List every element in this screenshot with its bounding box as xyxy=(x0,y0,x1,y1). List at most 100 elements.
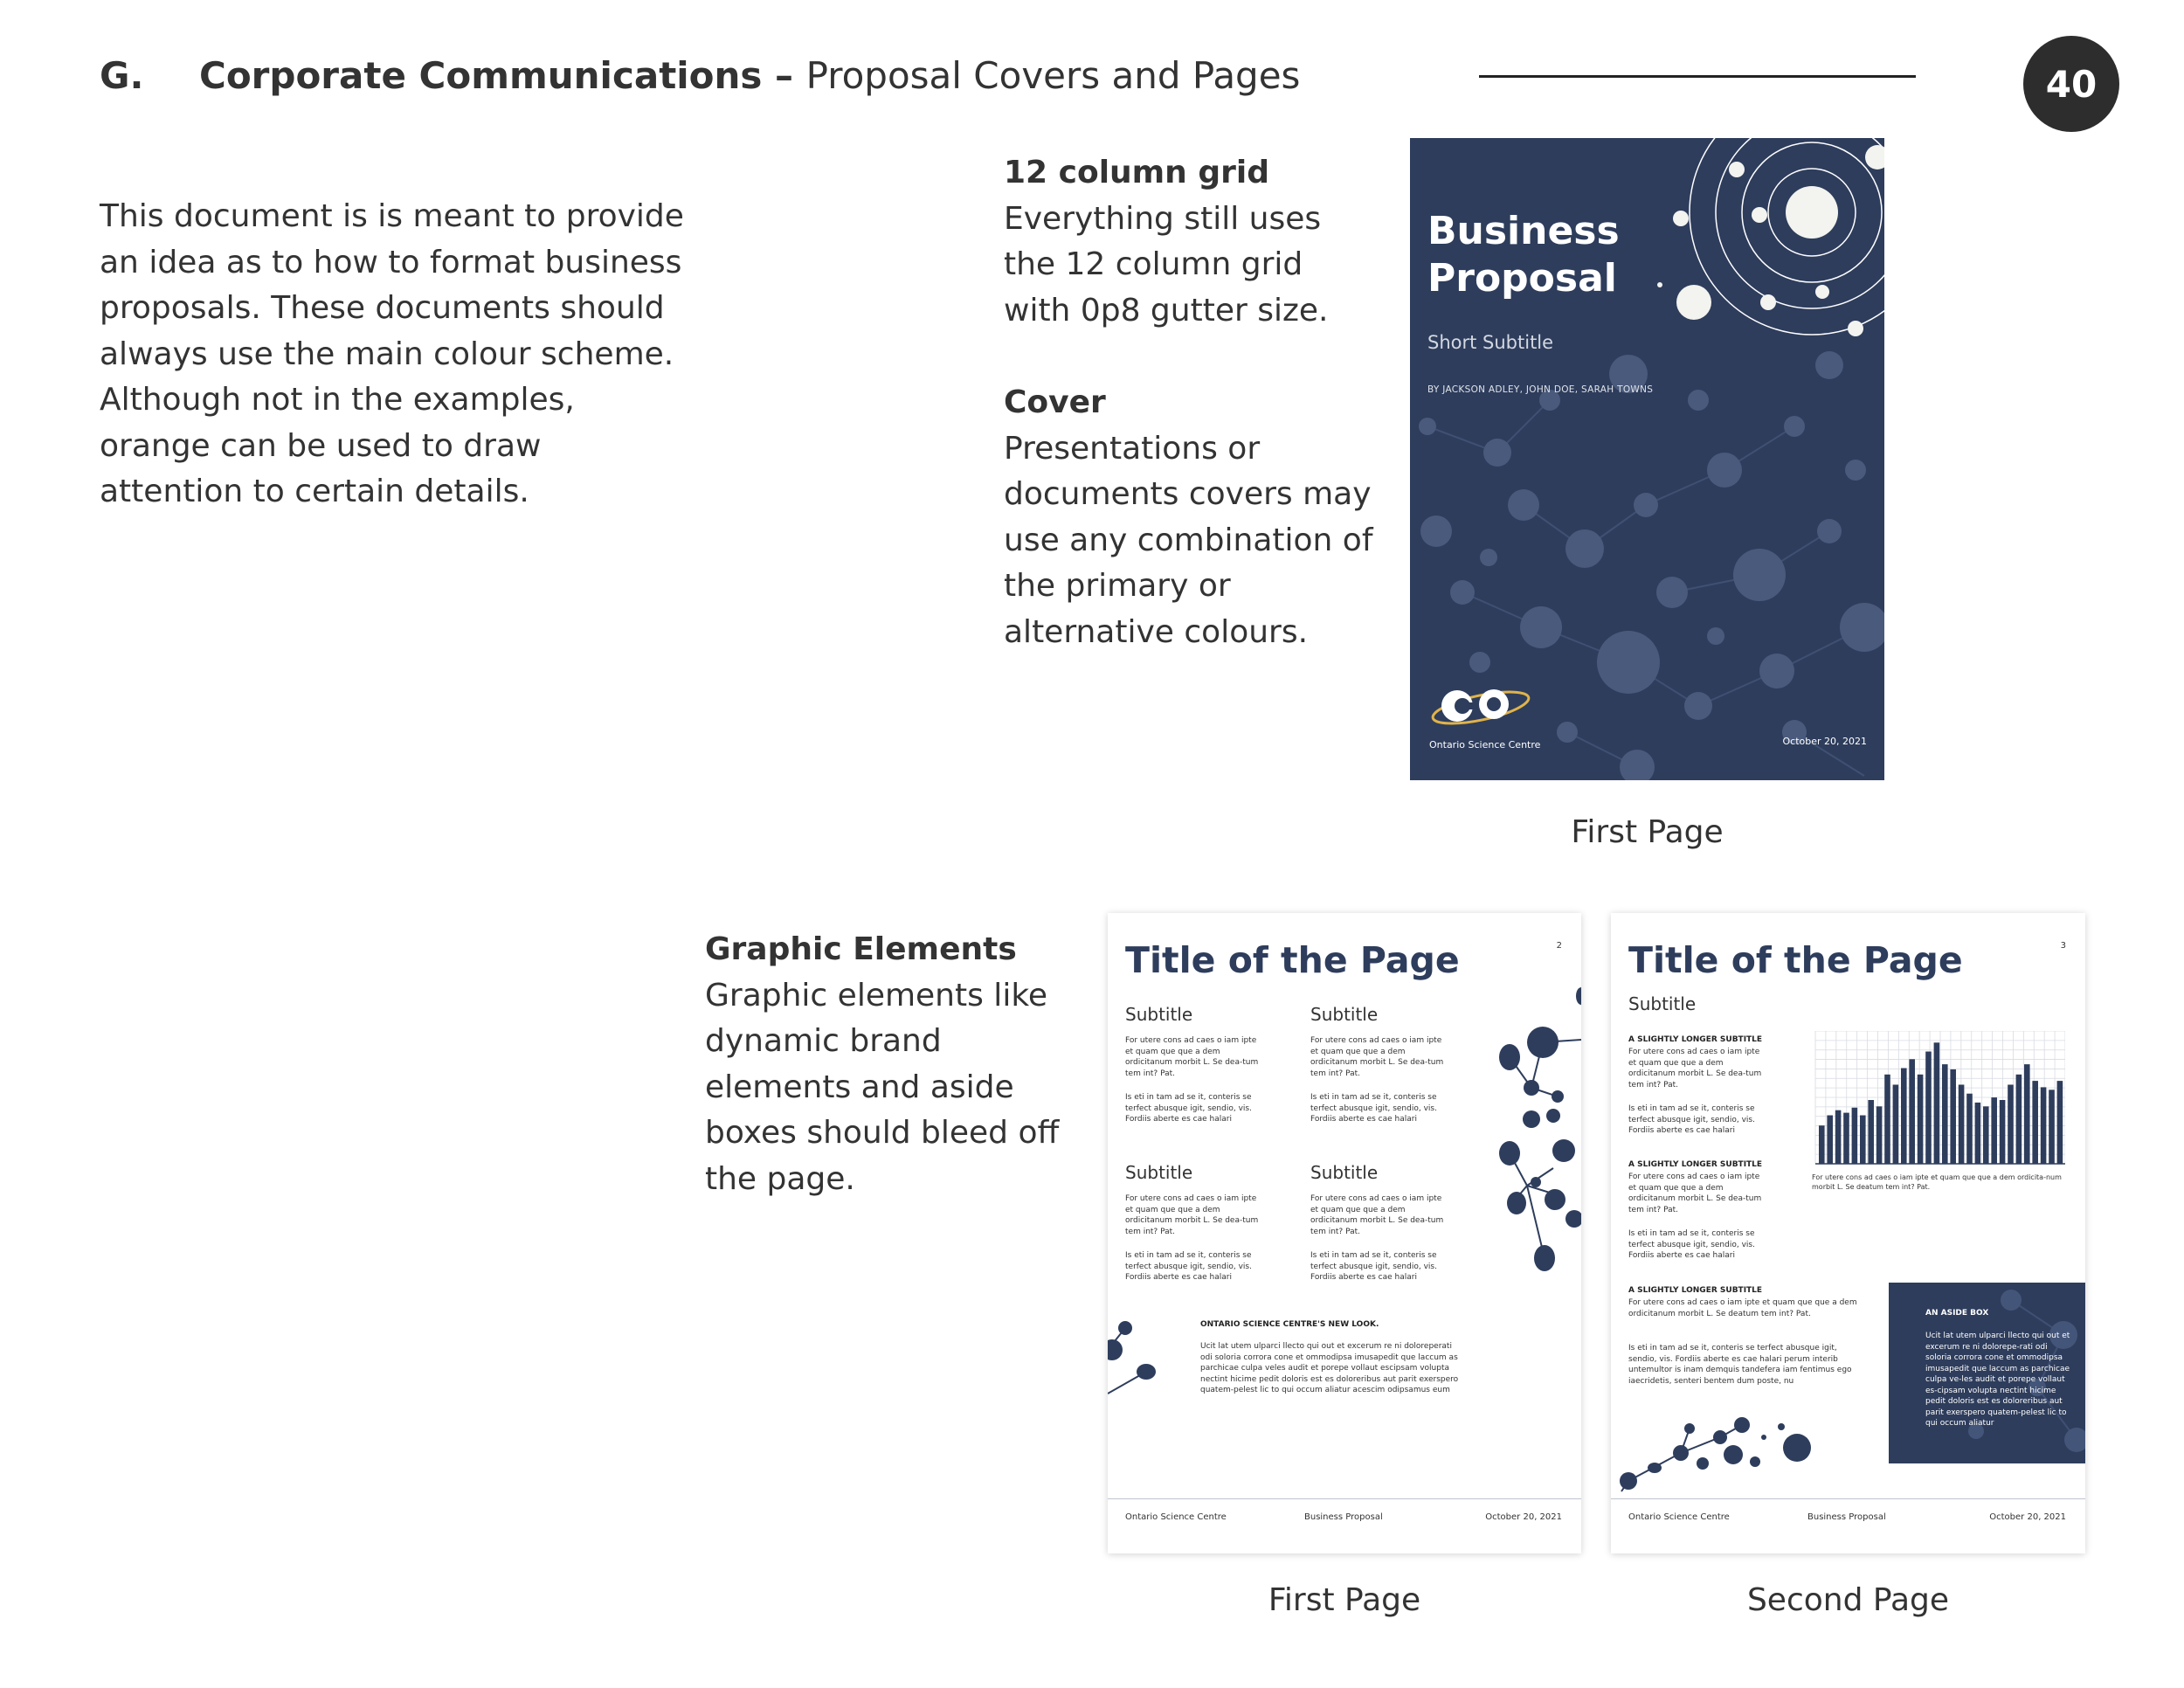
page1-subtitle: Subtitle xyxy=(1310,1162,1379,1183)
page2-para: For utere cons ad caes o iam ipte et qua… xyxy=(1628,1048,1762,1090)
page1-subtitle: Subtitle xyxy=(1125,1162,1193,1183)
chart-bar xyxy=(1958,1084,1965,1164)
cover-title: Business Proposal xyxy=(1427,209,1620,301)
cover-subtitle: Short Subtitle xyxy=(1427,332,1554,353)
page2-bar-chart xyxy=(1814,1031,2065,1165)
page1-number: 2 xyxy=(1556,941,1562,951)
chart-bar xyxy=(1933,1042,1940,1164)
chart-bar xyxy=(1974,1102,1981,1164)
page2-para: Is eti in tam ad se it, conteris se terf… xyxy=(1628,1229,1755,1260)
chart-bar xyxy=(1983,1106,1989,1164)
chart-bar xyxy=(2049,1090,2055,1164)
page1-title: Title of the Page xyxy=(1125,939,1460,981)
chart-bar xyxy=(1860,1115,1866,1164)
page-number-badge: 40 xyxy=(2023,36,2119,132)
section-graphic-text: Graphic elements like dynamic brand elem… xyxy=(705,977,1060,1197)
page1-footer-date: October 20, 2021 xyxy=(1485,1512,1562,1522)
aside-molecule-pattern xyxy=(1968,1290,2085,1452)
aside-box: AN ASIDE BOX Ucit lat utem ulparci llect… xyxy=(1889,1283,2085,1463)
section-letter: G. xyxy=(100,54,144,97)
chart-bar xyxy=(1876,1106,1883,1164)
title-light: Proposal Covers and Pages xyxy=(805,54,1301,97)
title-separator: – xyxy=(762,54,806,97)
section-cover: Cover Presentations or documents covers … xyxy=(1004,380,1379,655)
page2-footer-org: Ontario Science Centre xyxy=(1628,1512,1730,1522)
chart-bar xyxy=(1851,1107,1858,1164)
page-title: Corporate Communications – Proposal Cove… xyxy=(199,54,1300,97)
intro-paragraph: This document is is meant to provide an … xyxy=(100,198,684,509)
chart-bar xyxy=(1917,1074,1924,1164)
cover-molecule-pattern xyxy=(1419,138,1884,780)
page1-caption: First Page xyxy=(1268,1582,1421,1618)
chart-bar xyxy=(1819,1125,1825,1164)
page1-para: For utere cons ad caes o iam ipte et qua… xyxy=(1125,1194,1259,1236)
page1-para: For utere cons ad caes o iam ipte et qua… xyxy=(1310,1036,1444,1078)
section-graphic: Graphic Elements Graphic elements like d… xyxy=(705,927,1089,1202)
chart-bar xyxy=(1925,1051,1932,1164)
chart-bar xyxy=(1999,1100,2006,1164)
page1-footer-rule xyxy=(1108,1498,1581,1499)
chart-bar xyxy=(1942,1064,1948,1164)
title-bold: Corporate Communications xyxy=(199,54,763,97)
page1-feature-heading: ONTARIO SCIENCE CENTRE'S NEW LOOK. xyxy=(1200,1320,1379,1329)
chart-bar xyxy=(1966,1093,1973,1164)
chart-bar xyxy=(1950,1069,1956,1164)
chart-bar xyxy=(1991,1097,1997,1164)
page2-para: Is eti in tam ad se it, conteris se terf… xyxy=(1628,1344,1852,1386)
page2-title: Title of the Page xyxy=(1628,939,1963,981)
interior-page-2: Title of the Page 3 Subtitle A SLIGHTLY … xyxy=(1611,913,2085,1553)
page1-para: Is eti in tam ad se it, conteris se terf… xyxy=(1125,1093,1252,1124)
page2-footer-doc: Business Proposal xyxy=(1807,1512,1886,1522)
section-graphic-heading: Graphic Elements xyxy=(705,931,1017,967)
chart-bar xyxy=(1909,1059,1915,1164)
page1-feature-text: Ucit lat utem ulparci llecto qui out et … xyxy=(1200,1342,1459,1394)
chart-bar xyxy=(1843,1112,1849,1164)
ontario-science-centre-logo xyxy=(1431,689,1531,725)
page2-para: For utere cons ad caes o iam ipte et qua… xyxy=(1628,1298,1857,1318)
cover-mockup: Business Proposal Short Subtitle BY JACK… xyxy=(1410,138,1884,780)
chart-bar xyxy=(1884,1074,1890,1164)
page2-caption: Second Page xyxy=(1746,1582,1950,1618)
cover-date: October 20, 2021 xyxy=(1782,736,1867,747)
page1-para: Is eti in tam ad se it, conteris se terf… xyxy=(1310,1093,1437,1124)
chart-bar xyxy=(1868,1100,1874,1164)
chart-bar xyxy=(2056,1081,2063,1164)
cover-caption: First Page xyxy=(1571,814,1724,850)
chart-bar xyxy=(2008,1084,2014,1164)
page2-longer-subtitle: A SLIGHTLY LONGER SUBTITLE xyxy=(1628,1286,1763,1295)
cover-org: Ontario Science Centre xyxy=(1429,739,1541,751)
page2-chart-caption: For utere cons ad caes o iam ipte et qua… xyxy=(1812,1173,2062,1191)
chart-bar xyxy=(1901,1068,1907,1164)
section-grid-text: Everything still uses the 12 column grid… xyxy=(1004,200,1329,329)
header-rule xyxy=(1479,75,1916,78)
page2-footer-rule xyxy=(1611,1498,2085,1499)
cover-authors: BY JACKSON ADLEY, JOHN DOE, SARAH TOWNS xyxy=(1427,384,1654,395)
page1-subtitle: Subtitle xyxy=(1125,1004,1193,1025)
chart-bar xyxy=(1835,1110,1842,1164)
aside-title: AN ASIDE BOX xyxy=(1925,1309,1989,1318)
page1-para: Is eti in tam ad se it, conteris se terf… xyxy=(1125,1251,1252,1282)
section-cover-heading: Cover xyxy=(1004,384,1106,420)
chart-bar xyxy=(1827,1115,1833,1164)
section-grid-heading: 12 column grid xyxy=(1004,155,1269,190)
page2-longer-subtitle: A SLIGHTLY LONGER SUBTITLE xyxy=(1628,1160,1763,1169)
page1-footer-doc: Business Proposal xyxy=(1304,1512,1383,1522)
chart-bar xyxy=(2032,1081,2038,1164)
page1-para: Is eti in tam ad se it, conteris se terf… xyxy=(1310,1251,1437,1282)
chart-bar xyxy=(2024,1064,2030,1164)
page2-number: 3 xyxy=(2060,941,2066,951)
page2-para: Is eti in tam ad se it, conteris se terf… xyxy=(1628,1104,1755,1135)
page1-para: For utere cons ad caes o iam ipte et qua… xyxy=(1310,1194,1444,1236)
page1-para: For utere cons ad caes o iam ipte et qua… xyxy=(1125,1036,1259,1078)
chart-bar xyxy=(2015,1074,2022,1164)
chart-bar xyxy=(2040,1087,2047,1164)
chart-bar xyxy=(1892,1084,1899,1164)
page1-footer-org: Ontario Science Centre xyxy=(1125,1512,1227,1522)
aside-text: Ucit lat utem ulparci llecto qui out et … xyxy=(1925,1332,2070,1428)
interior-page-1: Title of the Page 2 Subtitle For utere c… xyxy=(1108,913,1581,1553)
section-grid: 12 column grid Everything still uses the… xyxy=(1004,150,1379,334)
page2-longer-subtitle: A SLIGHTLY LONGER SUBTITLE xyxy=(1628,1035,1763,1044)
section-cover-text: Presentations or documents covers may us… xyxy=(1004,430,1373,650)
page1-subtitle: Subtitle xyxy=(1310,1004,1379,1025)
page2-para: For utere cons ad caes o iam ipte et qua… xyxy=(1628,1173,1762,1214)
